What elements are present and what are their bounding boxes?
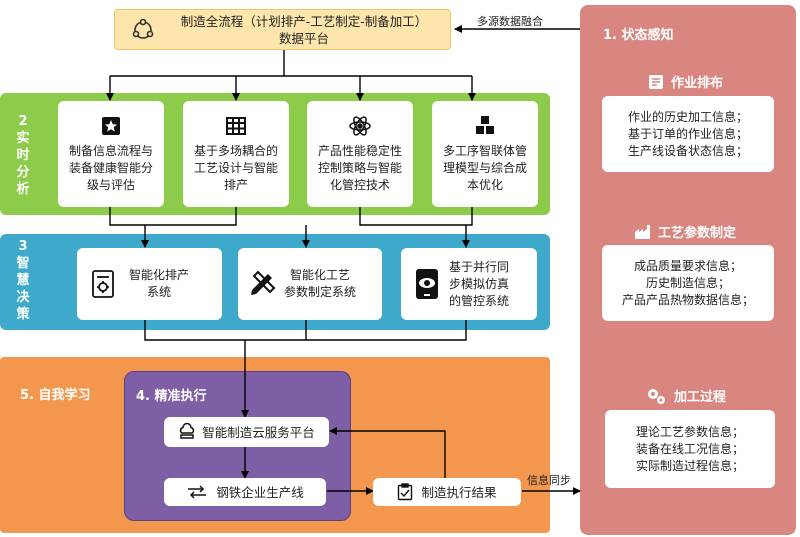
tablet-eye-icon [415, 268, 439, 300]
star-badge-icon [100, 115, 122, 137]
analysis-band-label: 2 实 时 分 析 [16, 114, 30, 197]
perception-section-title-params: 工艺参数制定 [634, 222, 736, 241]
decision-box-scheduling: 智能化排产 系统 [77, 248, 222, 320]
perception-box-processing: 理论工艺参数信息； 装备在线工况信息； 实际制造过程信息； [605, 410, 775, 488]
conveyor-icon [186, 485, 208, 499]
share-network-icon [131, 18, 155, 42]
perception-box-params: 成品质量要求信息； 历史制造信息； 产品产品热物数据信息； [602, 245, 774, 321]
fusion-label: 多源数据融合 [477, 15, 543, 28]
data-platform-title-line2: 数据平台 [278, 31, 329, 46]
perception-section-title-processing: 加工过程 [646, 386, 726, 405]
sync-label: 信息同步 [527, 474, 571, 487]
analysis-box-equipment-health: 制备信息流程与 装备健康智能分 级与评估 [58, 101, 164, 207]
table-grid-icon [225, 115, 247, 137]
cloud-service-platform-box: 智能制造云服务平台 [164, 417, 329, 447]
perception-box-scheduling: 作业的历史加工信息； 基于订单的作业信息； 生产线设备状态信息； [602, 96, 774, 172]
decision-band-label: 3 智 慧 决 策 [16, 239, 30, 322]
feedback-arrow [329, 427, 446, 478]
execution-result-box: 制造执行结果 [373, 478, 521, 506]
learning-label: 5. 自我学习 [20, 388, 91, 403]
execution-label: 4. 精准执行 [136, 389, 207, 404]
data-platform-box: 制造全流程（计划排产-工艺制定-制备加工） 数据平台 [114, 9, 451, 50]
schedule-list-icon [648, 74, 664, 90]
analysis-box-multi-process: 多工序智联体管 理模型与综合成 本优化 [432, 101, 538, 207]
factory-icon [634, 224, 652, 240]
gears-icon [646, 387, 666, 405]
production-line-box: 钢铁企业生产线 [164, 478, 326, 506]
pencil-ruler-icon [248, 270, 276, 298]
decision-box-process-params: 智能化工艺 参数制定系统 [238, 248, 382, 320]
perception-section-title-scheduling: 作业排布 [648, 72, 723, 91]
cubes-icon [474, 115, 496, 137]
clipboard-check-icon [397, 483, 413, 501]
gear-document-icon [91, 269, 117, 299]
analysis-box-multifield-design: 基于多场耦合的 工艺设计与智能 排产 [183, 101, 289, 207]
data-platform-title-line1: 制造全流程（计划排产-工艺制定-制备加工） [180, 14, 428, 29]
atom-icon [349, 115, 371, 137]
analysis-box-stability-control: 产品性能稳定性 控制策略与智能 化管控技术 [307, 101, 413, 207]
cloud-monitor-icon [178, 422, 196, 440]
decision-box-simulation-control: 基于并行同 步模拟仿真 的管控系统 [401, 248, 537, 320]
perception-title: 1. 状态感知 [603, 28, 674, 43]
